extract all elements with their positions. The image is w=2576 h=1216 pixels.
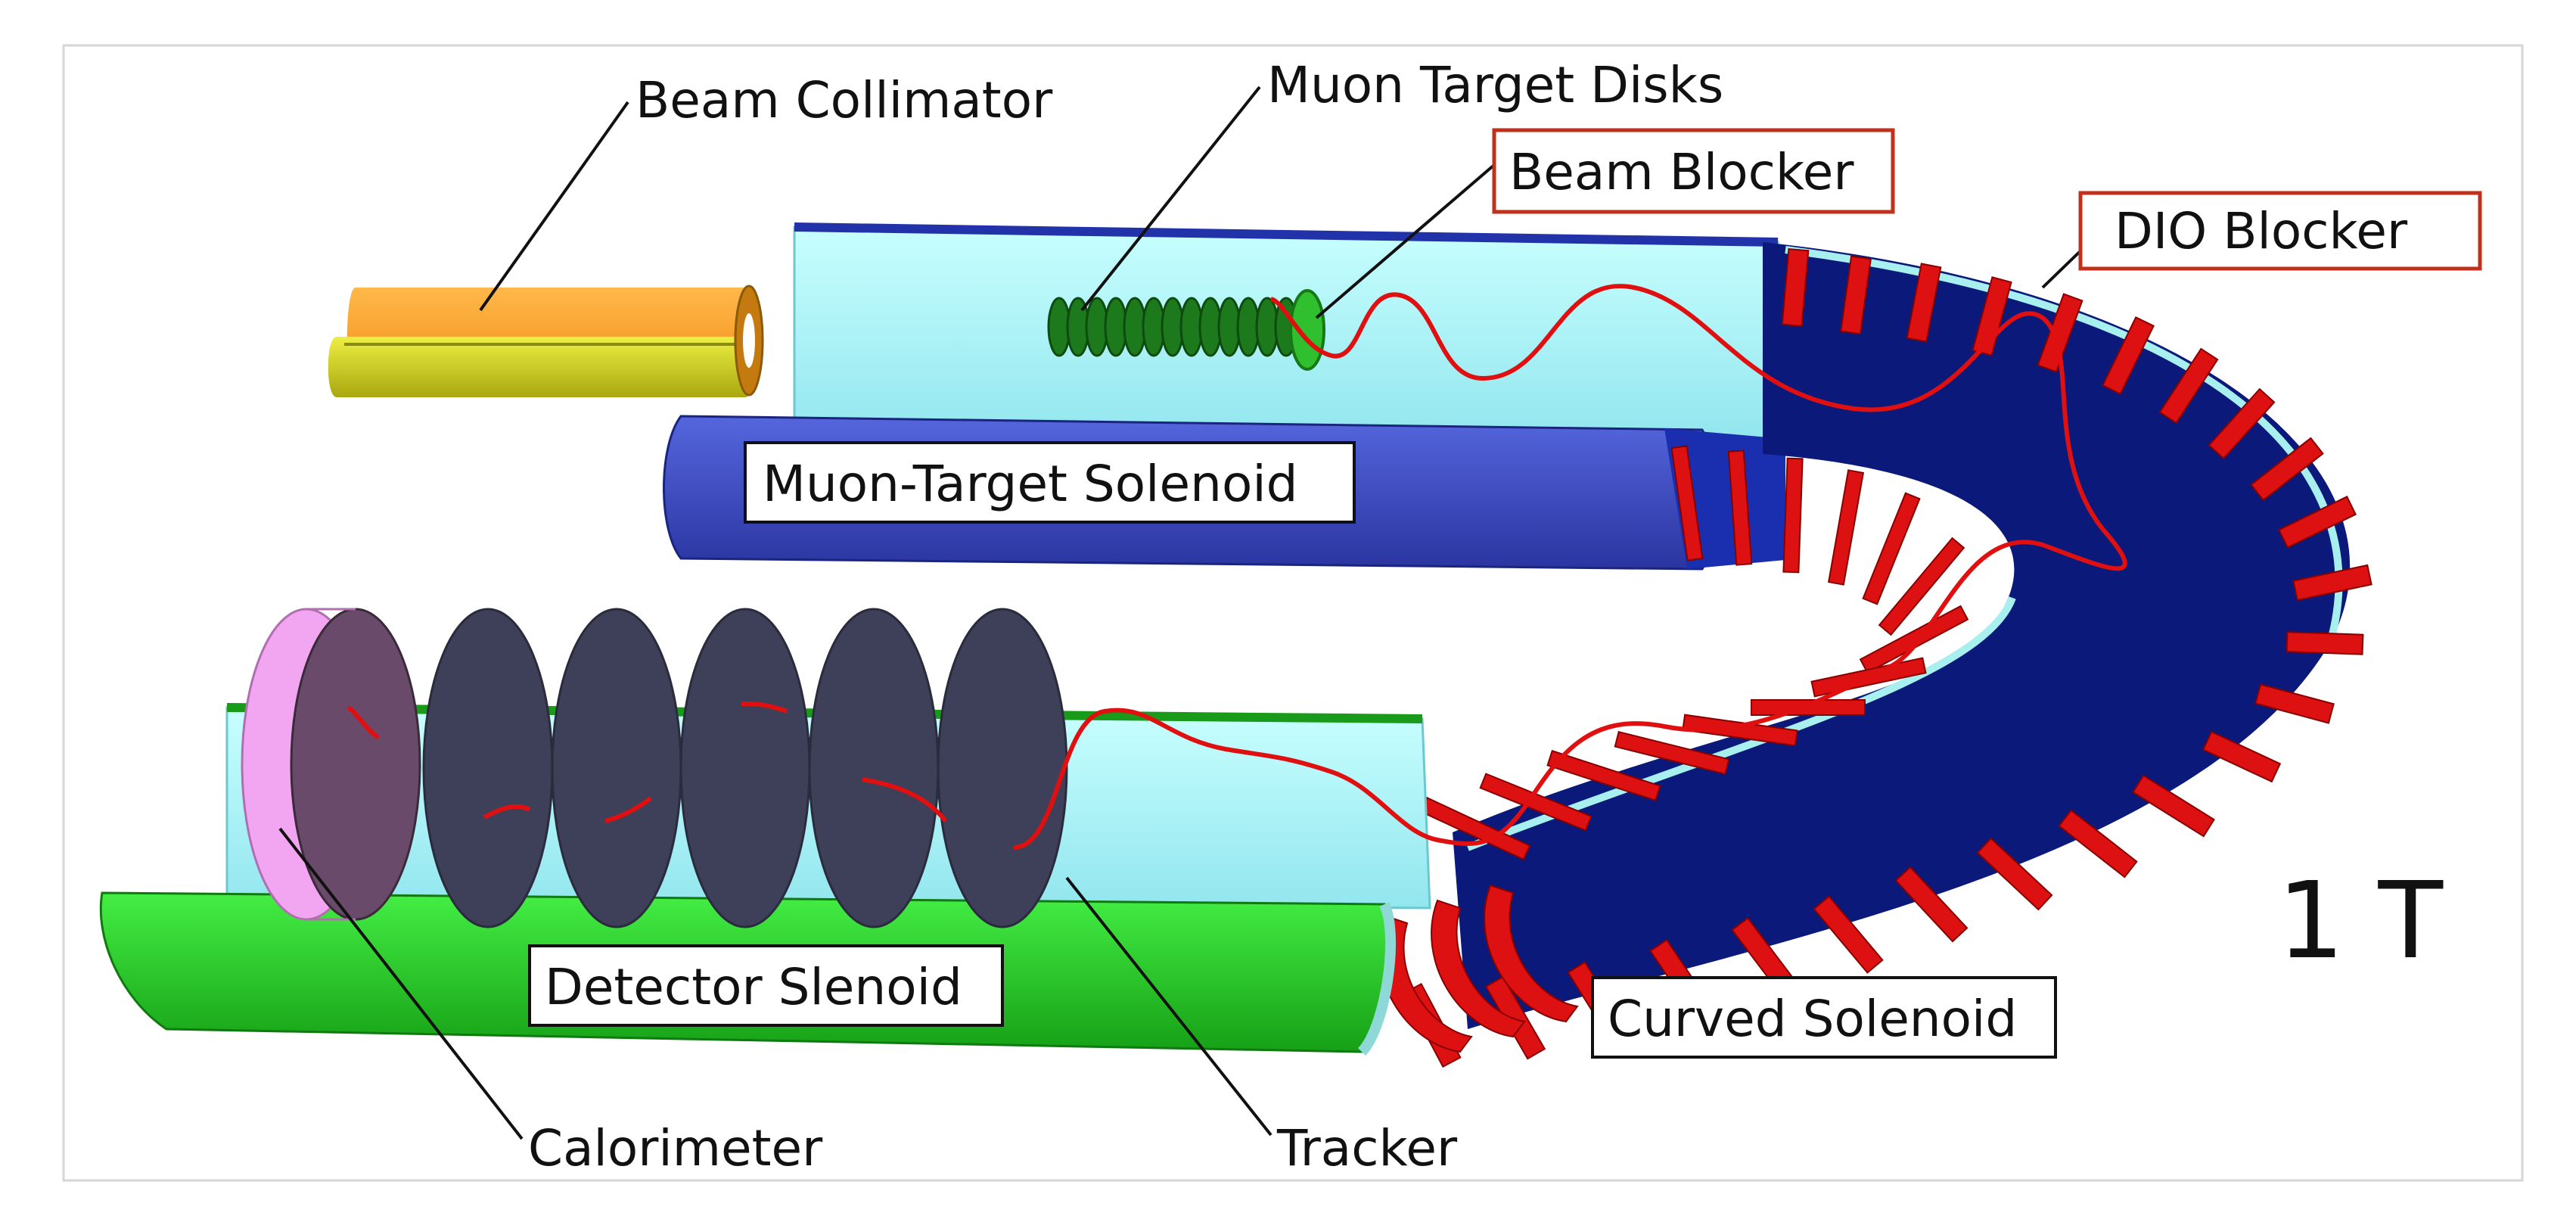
curved-solenoid-coils xyxy=(1403,247,2372,1068)
coil-outer xyxy=(2158,347,2219,425)
leader-beam-collimator xyxy=(479,101,629,312)
coil-outer xyxy=(2202,730,2282,783)
beam-collimator xyxy=(328,285,764,397)
coil-inner xyxy=(1614,730,1730,776)
coil-outer xyxy=(2254,683,2335,724)
leader-muon-target-disks xyxy=(1080,86,1261,312)
coil-outer xyxy=(1972,276,2012,356)
label-field-strength: 1 T xyxy=(2277,860,2444,983)
leader-lines xyxy=(278,86,2091,1140)
calorimeter xyxy=(241,608,421,921)
label-box-curved-solenoid: Curved Solenoid xyxy=(1591,976,2057,1059)
coil-inner xyxy=(1479,773,1593,832)
tracker-disk xyxy=(551,608,682,928)
coil-inner xyxy=(1862,492,1921,605)
label-detector-solenoid: Detector Slenoid xyxy=(545,958,962,1016)
label-dio-blocker: DIO Blocker xyxy=(2115,202,2408,260)
label-beam-blocker: Beam Blocker xyxy=(1509,143,1854,201)
label-tracker: Tracker xyxy=(1276,1119,1458,1177)
coil-outer xyxy=(1813,895,1884,974)
coil-outer xyxy=(2250,437,2324,502)
leader-tracker xyxy=(1065,876,1272,1137)
tracker-disk xyxy=(808,608,940,928)
tracker-disk xyxy=(937,608,1068,928)
coil-inner xyxy=(1878,536,1965,636)
coil-outer xyxy=(2132,774,2215,838)
label-curved-solenoid: Curved Solenoid xyxy=(1608,990,2017,1048)
coil-outer xyxy=(1781,247,1810,328)
coil-inner xyxy=(1682,714,1798,747)
coil-outer xyxy=(1840,255,1872,335)
beam-blocker xyxy=(1289,289,1325,371)
coil-inner xyxy=(1546,750,1661,801)
label-beam-collimator: Beam Collimator xyxy=(635,71,1053,129)
leader-calorimeter xyxy=(278,827,524,1140)
tracker xyxy=(422,608,1068,928)
coil-inner xyxy=(1727,449,1753,566)
leader-beam-blocker xyxy=(1315,163,1496,319)
coil-outer xyxy=(2102,316,2155,395)
label-muon-target-solenoid: Muon-Target Solenoid xyxy=(763,455,1298,513)
coil-inner xyxy=(1827,469,1865,586)
coil-inner xyxy=(1670,445,1704,561)
label-box-muon-target-solenoid: Muon-Target Solenoid xyxy=(744,441,1356,524)
label-muon-target-disks: Muon Target Disks xyxy=(1267,56,1723,114)
tracker-disk xyxy=(679,608,811,928)
label-box-dio-blocker: DIO Blocker xyxy=(2078,191,2482,271)
label-box-detector-solenoid: Detector Slenoid xyxy=(528,944,1004,1027)
coil-inner xyxy=(1859,605,1969,674)
coil-outer xyxy=(2208,387,2276,460)
coil-outer xyxy=(2292,564,2372,602)
coil-outer xyxy=(1976,837,2053,911)
label-box-beam-blocker: Beam Blocker xyxy=(1492,128,1895,214)
coil-outer xyxy=(2058,809,2138,879)
coil-outer xyxy=(1906,263,1942,343)
coil-outer xyxy=(2278,496,2357,549)
coil-inner xyxy=(1751,699,1866,716)
coil-inner xyxy=(1782,457,1804,574)
coil-outer xyxy=(2285,631,2364,655)
tracker-disk xyxy=(422,608,554,928)
label-calorimeter: Calorimeter xyxy=(528,1119,823,1177)
coil-outer xyxy=(1894,866,1969,943)
muon-target-disks xyxy=(1047,297,1298,357)
particle-trajectory xyxy=(346,284,2127,850)
